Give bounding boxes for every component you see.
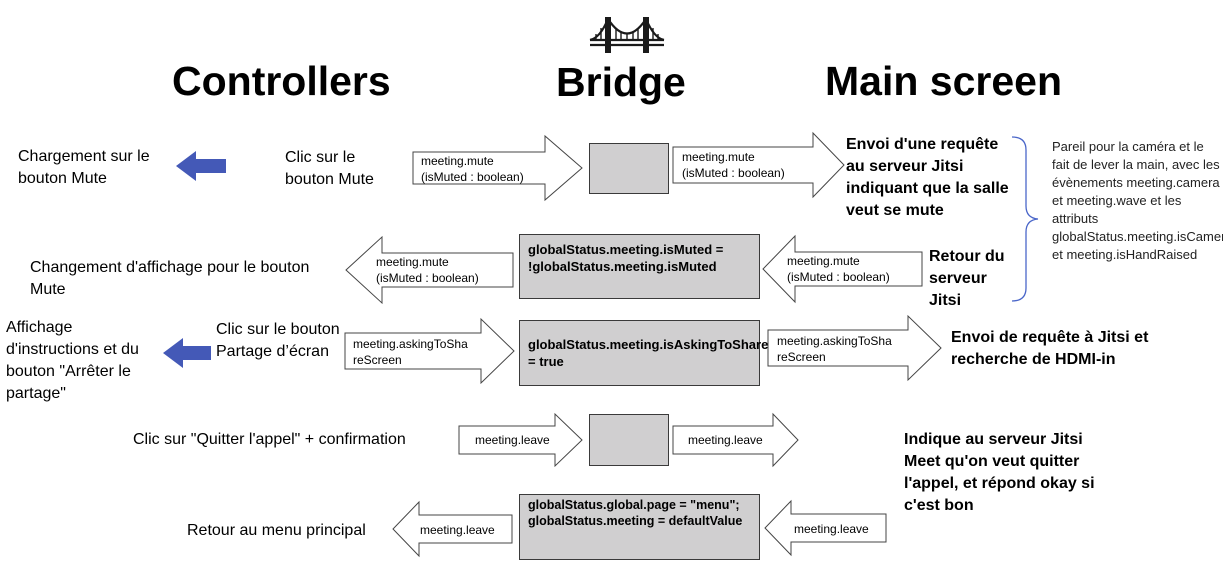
blue-left-arrow-icon xyxy=(176,151,226,181)
arrow-mute-out xyxy=(672,131,845,199)
share-instructions-text: Affichage d'instructions et du bouton "A… xyxy=(6,319,139,402)
arrow-leave-in xyxy=(458,412,583,468)
arrow-mute-ret-out-label: meeting.mute (isMuted : boolean) xyxy=(376,255,479,285)
bridge-box-share: globalStatus.meeting.isAskingToShareScre… xyxy=(519,320,812,386)
arrow-mute-out-label: meeting.mute (isMuted : boolean) xyxy=(682,150,785,180)
arrow-leave-ret-out-label: meeting.leave xyxy=(420,523,495,537)
arrow-mute-ret-out xyxy=(345,235,514,305)
share-click-text: Clic sur le bouton Partage d’écran xyxy=(216,321,340,360)
arrow-leave-ret-in xyxy=(764,499,887,557)
note-text: Pareil pour la caméra et le fait de leve… xyxy=(1052,139,1223,262)
arrow-mute-in xyxy=(412,134,583,202)
mute-display-text: Changement d'affichage pour le bouton Mu… xyxy=(30,259,310,298)
mute-click-text: Clic sur le bouton Mute xyxy=(285,149,374,188)
mute-request-text: Envoi d'une requête au serveur Jitsi ind… xyxy=(846,136,1009,219)
header-bridge: Bridge xyxy=(556,59,686,105)
blue-left-arrow-icon xyxy=(163,338,211,368)
leave-click-text: Clic sur "Quitter l'appel" + confirmatio… xyxy=(133,431,406,448)
bridge-box-leave xyxy=(589,414,669,466)
arrow-share-out xyxy=(767,314,942,382)
arrow-mute-ret-in xyxy=(762,234,923,304)
arrow-share-in xyxy=(344,317,515,385)
arrow-leave-ret-out xyxy=(392,500,513,558)
arrow-leave-ret-in-label: meeting.leave xyxy=(794,522,869,536)
bridge-icon xyxy=(589,17,665,53)
arrow-mute-ret-in-label: meeting.mute (isMuted : boolean) xyxy=(787,254,890,284)
bracket xyxy=(1012,136,1039,302)
header-controllers: Controllers xyxy=(172,58,391,104)
jitsi-return-text: Retour du serveur Jitsi xyxy=(929,248,1005,309)
arrow-leave-in-label: meeting.leave xyxy=(475,433,550,447)
arrow-share-in-label: meeting.askingToSha reScreen xyxy=(353,337,468,367)
share-request-text: Envoi de requête à Jitsi et recherche de… xyxy=(951,329,1149,368)
back-menu-text: Retour au menu principal xyxy=(187,522,366,539)
mute-load-text: Chargement sur le bouton Mute xyxy=(18,148,150,187)
bridge-box-mute xyxy=(589,143,669,194)
bridge-box-mute-toggle: globalStatus.meeting.isMuted = !globalSt… xyxy=(519,234,760,299)
bridge-box-menu: globalStatus.global.page = "menu"; globa… xyxy=(519,494,760,560)
header-main-screen: Main screen xyxy=(825,58,1062,104)
arrow-leave-out-label: meeting.leave xyxy=(688,433,763,447)
arrow-mute-in-label: meeting.mute (isMuted : boolean) xyxy=(421,154,524,184)
arrow-leave-out xyxy=(672,412,799,468)
arrow-share-out-label: meeting.askingToSha reScreen xyxy=(777,334,892,364)
leave-info-text: Indique au serveur Jitsi Meet qu'on veut… xyxy=(904,431,1095,514)
